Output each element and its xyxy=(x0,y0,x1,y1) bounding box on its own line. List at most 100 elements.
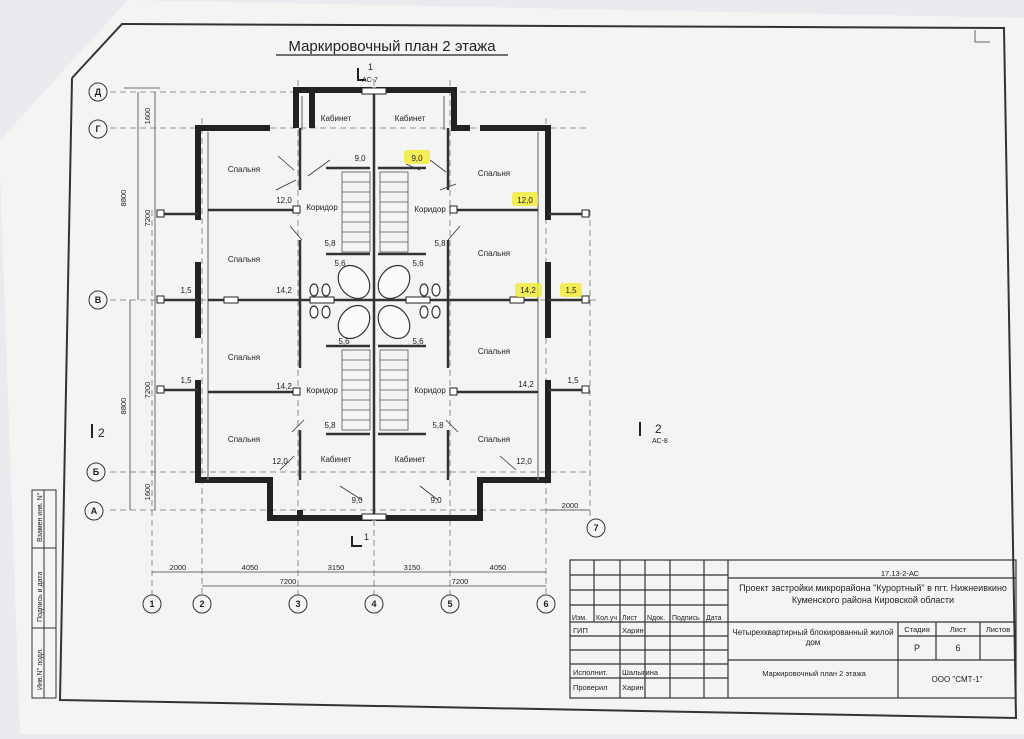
section-right-ref: АС-8 xyxy=(652,438,668,445)
tb-h-data: Дата xyxy=(706,615,722,622)
mark-1-5-a: 1,5 xyxy=(180,286,192,295)
dim-bottom-7200b: 7200 xyxy=(452,577,469,586)
dim-left-7200a: 7200 xyxy=(143,210,152,227)
mark-14-2-b: 14,2 xyxy=(520,286,536,295)
tb-sheet-name: Маркировочный план 2 этажа xyxy=(762,669,866,678)
mark-9-0-b: 9,0 xyxy=(411,154,423,163)
room-corridor-bl: Коридор xyxy=(306,386,338,395)
col-axis-circles xyxy=(142,518,606,614)
tb-h-list: Лист xyxy=(622,615,638,622)
bottom-dimensions: 2000 4050 3150 3150 4050 7200 7200 2000 xyxy=(170,501,579,586)
mark-12-0-d: 12,0 xyxy=(516,457,532,466)
left-dimensions: 1600 7200 7200 1600 8800 8800 xyxy=(119,108,152,501)
axis-row-D: Д xyxy=(95,87,102,97)
dim-bottom-4050b: 4050 xyxy=(490,563,507,572)
dim-bottom-7200a: 7200 xyxy=(280,577,297,586)
section-top-number: 1 xyxy=(368,62,373,72)
tb-sheet-label: Лист xyxy=(950,625,967,634)
dim-left-1600a: 1600 xyxy=(143,108,152,125)
mark-14-2-a: 14,2 xyxy=(276,286,292,295)
column-markers xyxy=(156,87,590,521)
tb-building-wrap: Четырехквартирный блокированный жилой до… xyxy=(732,628,893,647)
tb-h-ndok: Nдок. xyxy=(647,615,665,622)
left-dimension-lines xyxy=(124,87,160,510)
tb-role-proveril: Проверил xyxy=(573,683,608,692)
mark-14-2-d: 14,2 xyxy=(518,380,534,389)
section-bottom-number: 1 xyxy=(364,532,369,542)
tb-h-podpis: Подпись xyxy=(672,615,700,622)
section-marks: 1 АС-7 1 2 2 АС-8 xyxy=(98,62,668,542)
mark-5-8-d: 5,8 xyxy=(432,421,444,430)
mark-9-0-c: 9,0 xyxy=(351,496,363,505)
tb-stage-label: Стадия xyxy=(904,625,930,634)
axis-col-3: 3 xyxy=(295,599,300,609)
title-block-text: 17.13-2-АС Проект застройки микрорайона … xyxy=(572,569,1010,692)
room-bedroom-3: Спальня xyxy=(228,255,260,264)
room-cabinet-bl: Кабинет xyxy=(321,455,352,464)
bathroom-fixtures xyxy=(309,264,441,340)
axis-row-G: Г xyxy=(95,124,100,134)
room-cabinet-br: Кабинет xyxy=(395,455,426,464)
tb-stage: Р xyxy=(914,643,920,653)
dim-bottom-3150b: 3150 xyxy=(404,563,421,572)
highlights xyxy=(404,150,582,297)
axis-row-B: Б xyxy=(93,467,100,477)
axis-col-4: 4 xyxy=(371,599,376,609)
room-bedroom-5: Спальня xyxy=(228,353,260,362)
room-bedroom-2: Спальня xyxy=(478,169,510,178)
axis-col-1: 1 xyxy=(149,599,154,609)
corner-mark xyxy=(974,30,990,43)
mark-5-8-c: 5,8 xyxy=(324,421,336,430)
leader-lines xyxy=(275,155,517,501)
axis-col-6: 6 xyxy=(543,599,548,609)
room-bedroom-8: Спальня xyxy=(478,435,510,444)
tb-h-izm: Изм. xyxy=(572,615,587,622)
axis-row-A: А xyxy=(91,506,98,516)
outer-wall-inner-lines xyxy=(207,96,539,480)
tb-project: Проект застройки микрорайона "Курортный"… xyxy=(739,583,1007,605)
mark-1-5-c: 1,5 xyxy=(180,376,192,385)
drawing-frame xyxy=(58,22,1018,720)
dim-right-2000: 2000 xyxy=(562,501,579,510)
room-cabinet-tr: Кабинет xyxy=(395,114,426,123)
mark-1-5-d: 1,5 xyxy=(567,376,579,385)
strip-vzamen: Взамен инв. N° xyxy=(36,492,44,542)
strip-signature-date: Подпись и дата xyxy=(37,572,44,622)
tb-sheet: 6 xyxy=(955,643,960,653)
dim-left-8800b: 8800 xyxy=(119,398,128,415)
tb-sheets-label: Листов xyxy=(986,625,1010,634)
axis-col-5: 5 xyxy=(447,599,452,609)
left-strip-frame xyxy=(31,489,57,699)
room-bedroom-7: Спальня xyxy=(228,435,260,444)
inner-walls xyxy=(160,92,586,516)
wall-marks: 9,0 9,0 12,0 12,0 5,8 5,8 5,6 5,6 1,5 14… xyxy=(180,154,579,505)
bottom-dimension-lines xyxy=(152,509,590,587)
room-corridor-br: Коридор xyxy=(414,386,446,395)
axis-col-2: 2 xyxy=(199,599,204,609)
row-axis-circles xyxy=(84,82,108,521)
tb-role-gip: ГИП xyxy=(573,626,588,635)
mark-5-6-d: 5,6 xyxy=(412,337,424,346)
tb-role-ispolnit: Исполнит. xyxy=(573,668,608,677)
mark-12-0-a: 12,0 xyxy=(276,196,292,205)
section-top-ref: АС-7 xyxy=(362,77,378,84)
dim-bottom-2000: 2000 xyxy=(170,563,187,572)
outer-walls xyxy=(195,87,551,521)
axis-col-7: 7 xyxy=(593,523,598,533)
tb-code: 17.13-2-АС xyxy=(881,569,920,578)
stair-flights xyxy=(341,171,409,431)
tb-org: ООО "СМТ-1" xyxy=(932,675,983,684)
dim-left-7200b: 7200 xyxy=(143,382,152,399)
dim-bottom-3150a: 3150 xyxy=(328,563,345,572)
room-bedroom-6: Спальня xyxy=(478,347,510,356)
room-bedroom-4: Спальня xyxy=(478,249,510,258)
mark-9-0-d: 9,0 xyxy=(430,496,442,505)
mark-5-6-b: 5,6 xyxy=(412,259,424,268)
dim-bottom-4050a: 4050 xyxy=(242,563,259,572)
mark-12-0-c: 12,0 xyxy=(272,457,288,466)
plan-title: Маркировочный план 2 этажа xyxy=(288,38,496,55)
tb-name-gip: Харин xyxy=(622,626,644,635)
